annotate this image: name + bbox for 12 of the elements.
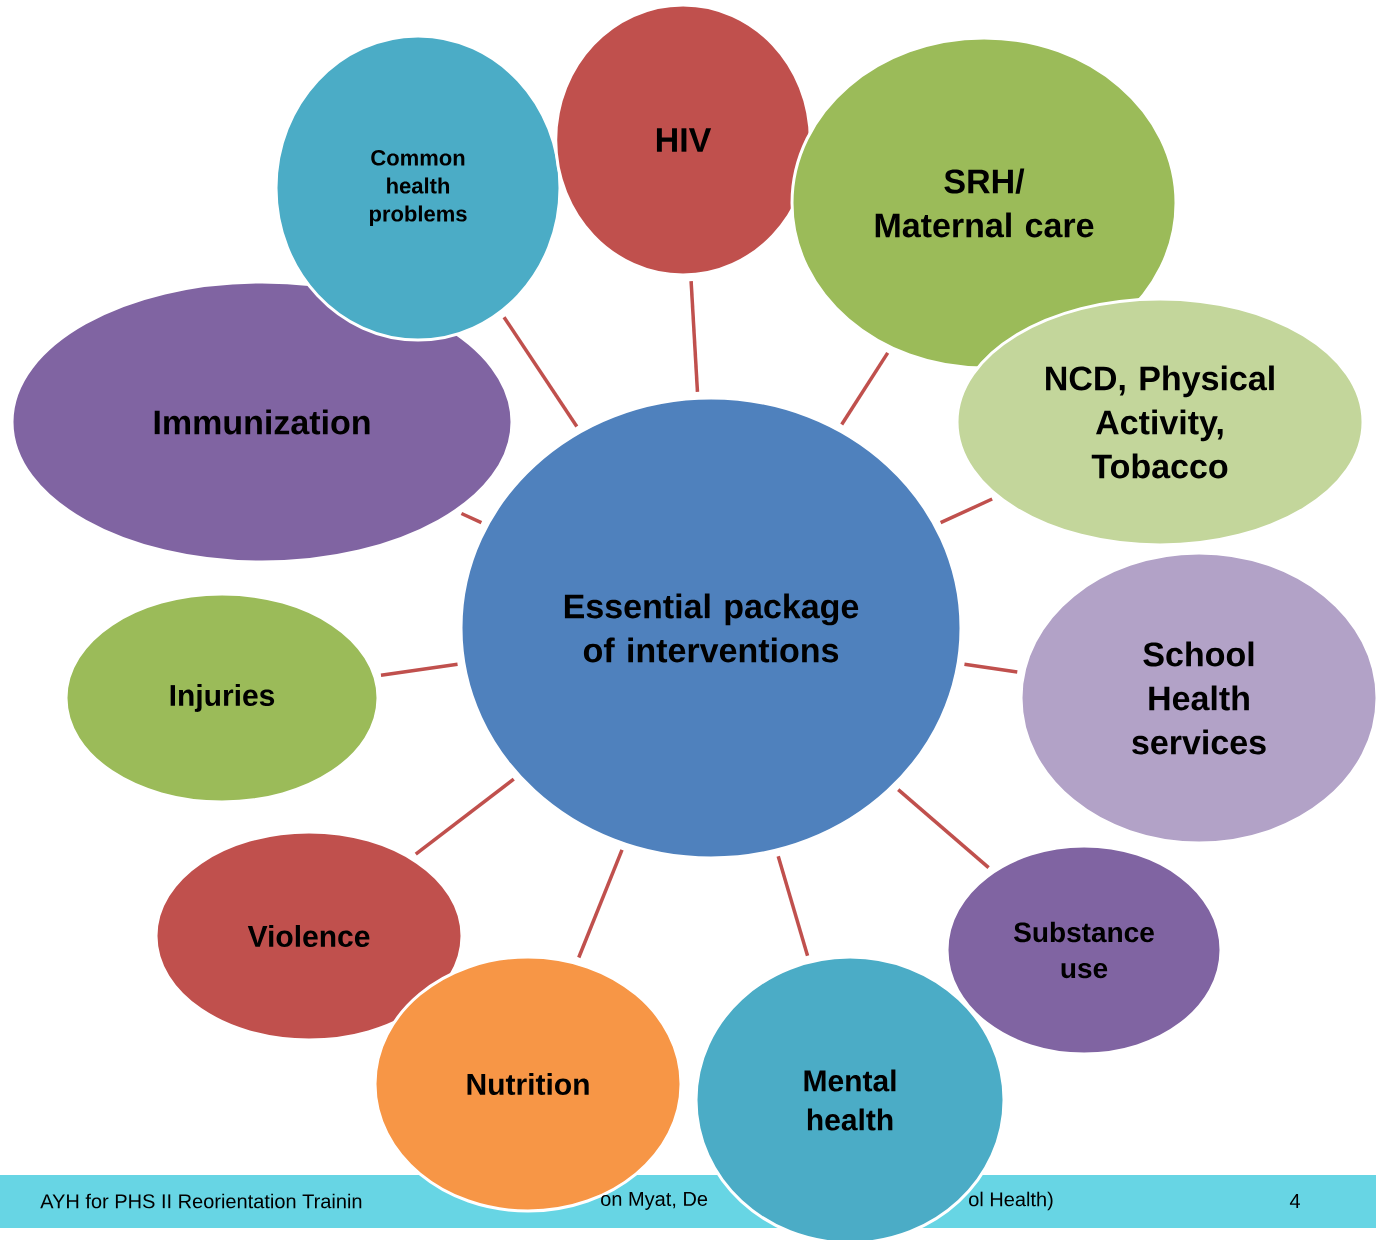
- connector-line: [577, 849, 624, 959]
- page-number: 4: [1289, 1194, 1300, 1208]
- connector-line: [689, 281, 700, 392]
- connector-line: [502, 316, 579, 428]
- connector-line: [897, 788, 990, 869]
- connector-line: [939, 497, 993, 525]
- connector-line: [776, 855, 810, 957]
- connector-line: [380, 662, 458, 677]
- connector-line: [414, 777, 515, 856]
- connector-line: [840, 351, 890, 426]
- connector-line: [964, 662, 1018, 674]
- connector-line: [460, 511, 483, 525]
